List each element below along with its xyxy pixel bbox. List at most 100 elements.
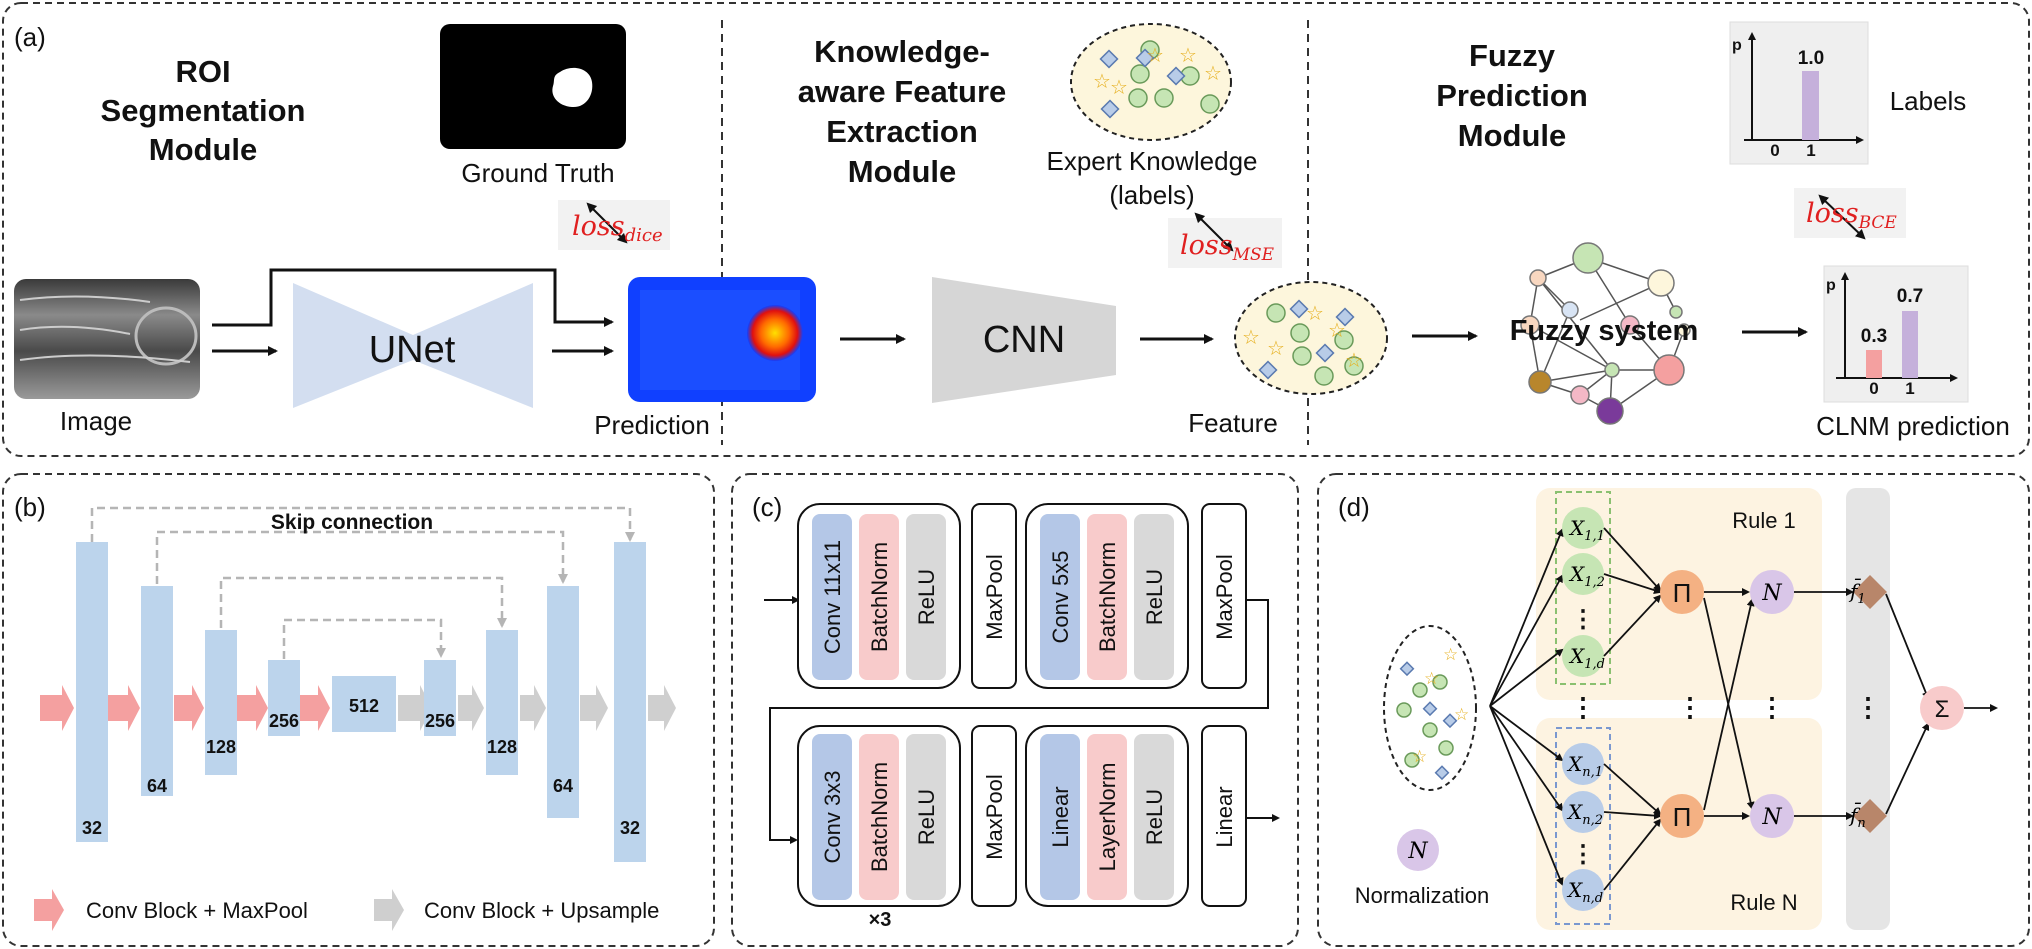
c-bn1 — [859, 514, 899, 680]
ground-truth-blob — [552, 67, 593, 108]
fuzzy-title-3: Module — [1458, 118, 1567, 153]
c-row1-5: BatchNorm — [1095, 542, 1120, 652]
panel-c-label: (c) — [752, 492, 782, 522]
d-input-glyphs: ☆ ☆ ☆ ☆ — [1396, 645, 1469, 781]
panel-b-label: (b) — [14, 492, 46, 522]
panel-b-frame — [2, 473, 715, 947]
feature-label: Feature — [1188, 408, 1278, 438]
unet-channel-labels: 32 64 128 256 512 256 128 64 32 — [82, 696, 640, 838]
svg-text:☆: ☆ — [1204, 61, 1222, 85]
edge-fn-sum — [1885, 722, 1930, 815]
c-row2-4: Linear — [1048, 786, 1073, 847]
c-row1-labels: Conv 11x11 BatchNorm ReLU MaxPool Conv 5… — [820, 540, 1237, 654]
f1-diamond — [1853, 575, 1887, 609]
c-relu1 — [906, 514, 946, 680]
panel-b: (b) Skip connection — [2, 473, 715, 947]
loss-bce-arrow — [1818, 194, 1866, 240]
x-node-labels: X1,1 X1,2 X1,d Xn,1 Xn,2 Xn,d — [1566, 516, 1605, 906]
c-row1-1: BatchNorm — [867, 542, 892, 652]
pred-chart-tick-1: 1 — [1905, 379, 1914, 398]
ch-512: 512 — [349, 696, 379, 716]
pred-chart-bar-0 — [1866, 350, 1882, 378]
unet-label: UNet — [369, 329, 456, 371]
xn2-node — [1562, 791, 1604, 833]
c-row1-0: Conv 11x11 — [820, 540, 845, 654]
loss-mse-text: lossMSE — [1180, 230, 1275, 265]
x11-node — [1562, 507, 1604, 549]
c-connector — [769, 599, 1269, 844]
panel-c-frame — [731, 473, 1299, 947]
svg-text:☆: ☆ — [1093, 69, 1111, 93]
svg-text:☆: ☆ — [1146, 43, 1164, 67]
labels-label: Labels — [1890, 86, 1967, 116]
c-row2-0: Conv 3x3 — [820, 771, 845, 864]
ch-64-down: 64 — [147, 776, 167, 796]
labels-chart-tick-0: 0 — [1770, 141, 1779, 160]
ruleN-label: Rule N — [1730, 890, 1797, 915]
ground-truth-image — [440, 24, 626, 149]
xnd-node — [1562, 869, 1604, 911]
svg-text:☆: ☆ — [1242, 325, 1260, 349]
fuzzy-graph-nodes — [1520, 242, 1691, 425]
xn1-label: Xn,1 — [1566, 752, 1603, 780]
loss-dice-arrow — [586, 202, 628, 244]
normalization-label: Normalization — [1355, 883, 1490, 908]
xnd-label: Xn,d — [1566, 878, 1603, 906]
c-row2-6: ReLU — [1142, 789, 1167, 845]
ch-128-up: 128 — [487, 737, 517, 757]
ch-32-up: 32 — [620, 818, 640, 838]
norm-label-n: N — [1761, 805, 1782, 830]
clnm-prediction-label: CLNM prediction — [1816, 411, 2010, 441]
fn-diamond — [1853, 799, 1887, 833]
x1-dots: ⋮ — [1571, 606, 1595, 633]
labels-chart-p: p — [1732, 37, 1742, 54]
image-label: Image — [60, 406, 132, 436]
cnn-shape — [932, 277, 1116, 403]
c-ln — [1087, 734, 1127, 900]
c-row2-1: BatchNorm — [867, 762, 892, 872]
c-row2-7: Linear — [1212, 786, 1237, 847]
c-row1-7: MaxPool — [1212, 554, 1237, 640]
x1d-node — [1562, 635, 1604, 677]
c-bn3 — [859, 734, 899, 900]
product-node-1 — [1660, 570, 1704, 614]
panel-c: (c) Conv 11x11 BatchNorm ReLU MaxPool Co… — [731, 473, 1299, 947]
panel-d-label: (d) — [1338, 492, 1370, 522]
ch-64-up: 64 — [553, 776, 573, 796]
roi-title-2: Segmentation — [101, 93, 306, 128]
c-bn2 — [1087, 514, 1127, 680]
ch-32-down: 32 — [82, 818, 102, 838]
legend-maxpool-label: Conv Block + MaxPool — [86, 898, 308, 923]
c-maxpool3 — [971, 725, 1017, 907]
edge-f1-sum — [1885, 593, 1930, 700]
unet-shape-right — [413, 283, 533, 408]
product-label-n: Π — [1673, 802, 1692, 832]
unet-shape — [293, 283, 413, 408]
c-row1-3: MaxPool — [982, 554, 1007, 640]
labels-chart-tick-1: 1 — [1806, 141, 1815, 160]
gray-arrows — [398, 685, 676, 731]
expert-knowledge-glyphs: ☆ ☆ ☆ ☆ ☆ — [1093, 40, 1222, 119]
panel-d: (d) Rule 1 Rule N ☆ ☆ ☆ ☆ — [1317, 473, 2030, 947]
ch-256-up: 256 — [425, 711, 455, 731]
fuzzy-title-2: Prediction — [1436, 78, 1588, 113]
norm-node-n — [1750, 794, 1794, 838]
pred-chart-tick-0: 0 — [1869, 379, 1878, 398]
rule1-label: Rule 1 — [1732, 508, 1796, 533]
c-row2-5: LayerNorm — [1095, 763, 1120, 872]
kfe-title-1: Knowledge- — [814, 34, 990, 69]
labels-chart-bar — [1802, 71, 1819, 140]
x12-node — [1562, 553, 1604, 595]
normalization-legend-n: N — [1407, 839, 1428, 864]
roi-title-3: Module — [149, 132, 258, 167]
prediction-hotspot — [747, 305, 803, 361]
dots-col-x: ⋮ — [1570, 692, 1596, 722]
ultrasound-nodule — [134, 306, 198, 366]
svg-text:☆: ☆ — [1424, 669, 1439, 689]
svg-text:☆: ☆ — [1328, 318, 1346, 342]
normalization-legend-node — [1397, 829, 1439, 871]
ultrasound-texture — [19, 295, 191, 363]
svg-text:☆: ☆ — [1267, 336, 1285, 360]
loss-mse-arrow — [1194, 212, 1234, 252]
dots-col-norm: ⋮ — [1759, 692, 1785, 722]
